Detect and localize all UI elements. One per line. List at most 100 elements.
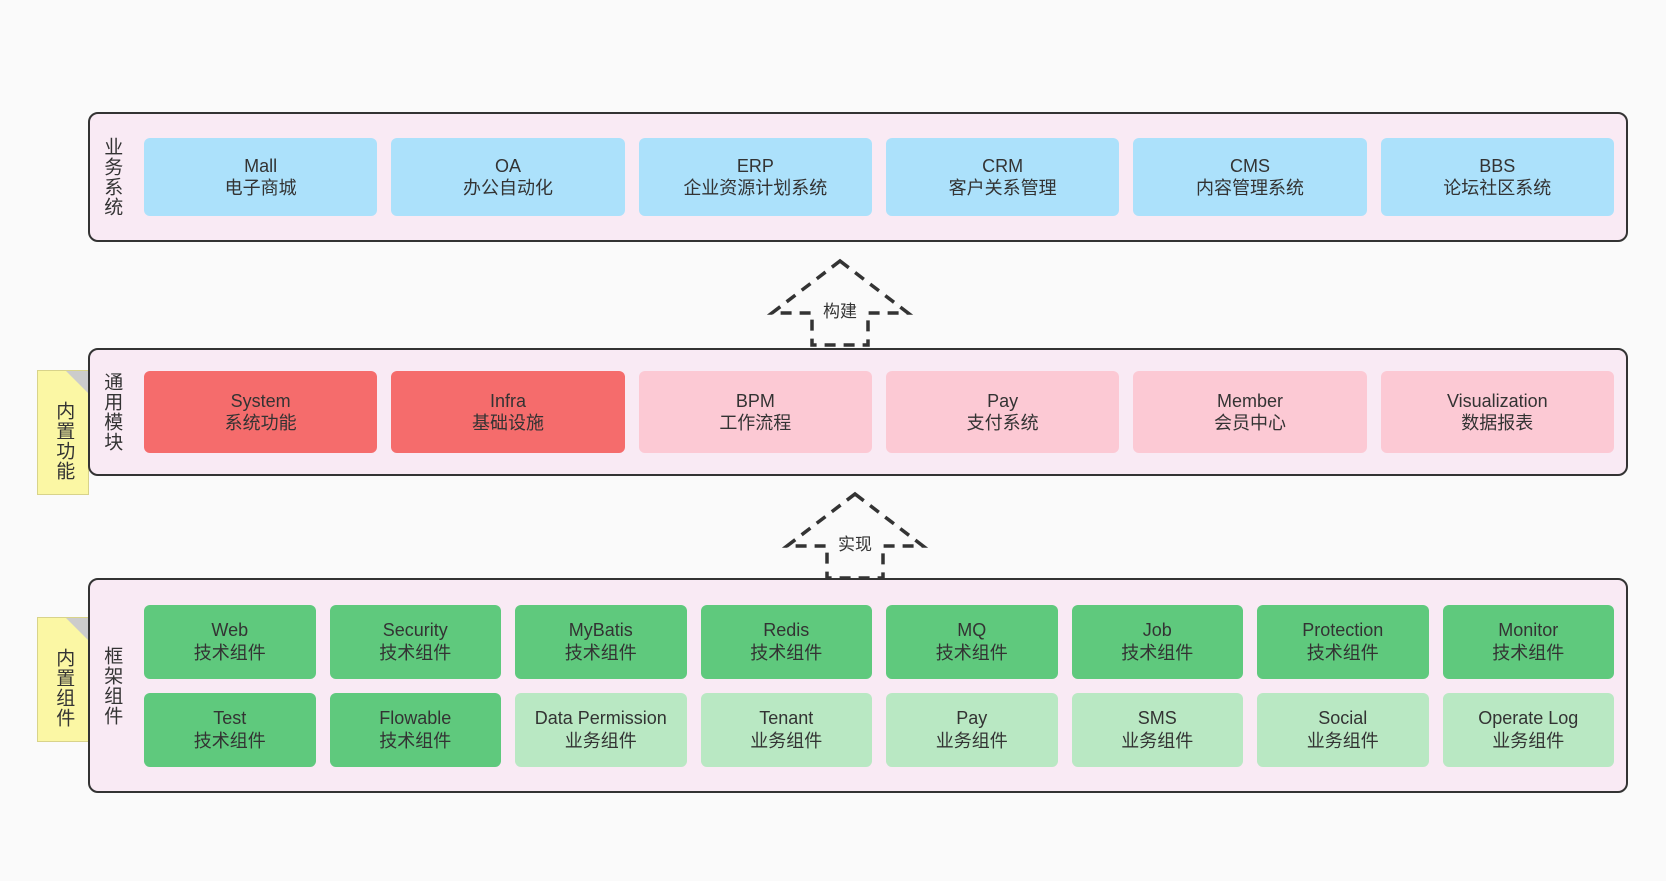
node-pay-component[interactable]: Pay 业务组件 [886,692,1058,767]
node-label-cn: 业务组件 [1121,730,1194,751]
node-label-cn: 技术组件 [193,642,266,663]
node-label-en: Member [1216,390,1283,411]
node-label-en: Data Permission [534,708,667,729]
node-data-permission[interactable]: Data Permission 业务组件 [515,692,687,767]
node-label-en: OA [494,155,521,176]
node-social[interactable]: Social 业务组件 [1257,692,1429,767]
node-label-cn: 技术组件 [750,642,823,663]
node-visualization[interactable]: Visualization 数据报表 [1380,371,1614,453]
node-label-en: Infra [489,390,526,411]
node-label-en: Mall [244,155,278,176]
node-crm[interactable]: CRM 客户关系管理 [885,138,1120,216]
node-cms[interactable]: CMS 内容管理系统 [1133,138,1367,216]
node-label-en: Pay [987,390,1019,411]
node-label-cn: 技术组件 [193,730,266,751]
node-label-cn: 技术组件 [564,642,637,663]
node-job[interactable]: Job 技术组件 [1071,604,1243,679]
node-security[interactable]: Security 技术组件 [329,604,501,679]
node-label-cn: 技术组件 [1121,642,1194,663]
node-label-cn: 技术组件 [379,642,452,663]
node-bbs[interactable]: BBS 论坛社区系统 [1380,138,1614,216]
arrow-implement: 实现 [775,490,935,582]
node-label-en: Pay [956,708,988,729]
node-label-cn: 业务组件 [564,730,637,751]
node-label-cn: 内容管理系统 [1195,178,1304,198]
node-label-en: ERP [736,155,774,176]
node-test[interactable]: Test 技术组件 [144,692,316,767]
node-label-cn: 业务组件 [750,730,823,751]
node-protection[interactable]: Protection 技术组件 [1257,604,1429,679]
layer-title-common-module: 通用模块 [101,372,123,452]
node-label-en: CMS [1229,155,1270,176]
layer-title-framework-component: 框架组件 [101,645,123,726]
node-label-cn: 论坛社区系统 [1443,178,1552,198]
arrow-build: 构建 [760,257,920,349]
node-label-cn: 系统功能 [224,413,297,433]
node-label-cn: 会员中心 [1213,413,1286,433]
node-flowable[interactable]: Flowable 技术组件 [329,692,501,767]
node-member[interactable]: Member 会员中心 [1133,371,1367,453]
layer-business-system[interactable]: 业务系统 Mall 电子商城 OA 办公自动化 ERP 企业资源计划系统 CRM… [88,112,1628,242]
folded-corner-icon [66,618,88,640]
node-row: System 系统功能 Infra 基础设施 BPM 工作流程 Pay 支付系统… [144,371,1614,453]
node-label-en: Job [1142,620,1172,641]
node-label-cn: 业务组件 [1306,730,1379,751]
layer-common-module[interactable]: 通用模块 System 系统功能 Infra 基础设施 BPM 工作流程 Pay… [88,348,1628,476]
arrow-label-implement: 实现 [838,535,872,554]
node-label-cn: 业务组件 [935,730,1008,751]
node-mall[interactable]: Mall 电子商城 [144,138,378,216]
arrow-label-build: 构建 [823,302,857,321]
layer-body-common-module: System 系统功能 Infra 基础设施 BPM 工作流程 Pay 支付系统… [132,350,1626,474]
layer-framework-component[interactable]: 框架组件 Web 技术组件 Security 技术组件 MyBatis 技术组件… [88,578,1628,793]
node-label-cn: 支付系统 [966,413,1039,433]
node-monitor[interactable]: Monitor 技术组件 [1442,604,1614,679]
layer-body-business-system: Mall 电子商城 OA 办公自动化 ERP 企业资源计划系统 CRM 客户关系… [132,114,1626,240]
node-label-en: Protection [1302,620,1384,641]
node-label-cn: 技术组件 [1492,642,1565,663]
node-label-cn: 技术组件 [1306,642,1379,663]
node-label-en: Social [1318,708,1368,729]
layer-body-framework-component: Web 技术组件 Security 技术组件 MyBatis 技术组件 Redi… [132,580,1626,791]
node-label-en: Operate Log [1478,708,1579,729]
node-row: Mall 电子商城 OA 办公自动化 ERP 企业资源计划系统 CRM 客户关系… [144,138,1614,216]
node-label-en: Visualization [1446,390,1548,411]
node-label-en: Test [213,708,247,729]
node-label-cn: 办公自动化 [462,178,553,198]
node-label-cn: 客户关系管理 [948,178,1057,198]
node-label-cn: 技术组件 [379,730,452,751]
node-redis[interactable]: Redis 技术组件 [700,604,872,679]
node-label-en: CRM [982,155,1024,176]
note-builtin-components: 内置组件 [37,617,89,742]
note-builtin-features: 内置功能 [37,370,89,495]
node-label-en: MQ [957,620,987,641]
node-infra[interactable]: Infra 基础设施 [391,371,625,453]
node-system[interactable]: System 系统功能 [144,371,378,453]
node-label-en: BPM [735,390,775,411]
node-oa[interactable]: OA 办公自动化 [391,138,625,216]
node-row: Test 技术组件 Flowable 技术组件 Data Permission … [144,692,1614,767]
node-label-en: Tenant [759,708,814,729]
node-web[interactable]: Web 技术组件 [144,604,316,679]
node-label-cn: 技术组件 [935,642,1008,663]
node-operate-log[interactable]: Operate Log 业务组件 [1442,692,1614,767]
note-label: 内置功能 [53,400,75,481]
node-label-en: Security [382,620,448,641]
note-label: 内置组件 [53,647,75,728]
node-label-cn: 企业资源计划系统 [683,178,828,198]
folded-corner-icon [66,371,88,393]
node-mq[interactable]: MQ 技术组件 [886,604,1058,679]
node-erp[interactable]: ERP 企业资源计划系统 [638,138,872,216]
node-label-en: Redis [763,620,810,641]
node-pay-module[interactable]: Pay 支付系统 [885,371,1120,453]
node-tenant[interactable]: Tenant 业务组件 [700,692,872,767]
node-mybatis[interactable]: MyBatis 技术组件 [515,604,687,679]
node-label-en: Monitor [1498,620,1559,641]
node-bpm[interactable]: BPM 工作流程 [638,371,872,453]
node-row: Web 技术组件 Security 技术组件 MyBatis 技术组件 Redi… [144,604,1614,679]
node-label-cn: 电子商城 [224,178,297,198]
node-label-en: BBS [1479,155,1516,176]
node-label-en: SMS [1137,708,1177,729]
node-sms[interactable]: SMS 业务组件 [1071,692,1243,767]
node-label-cn: 基础设施 [471,413,544,433]
